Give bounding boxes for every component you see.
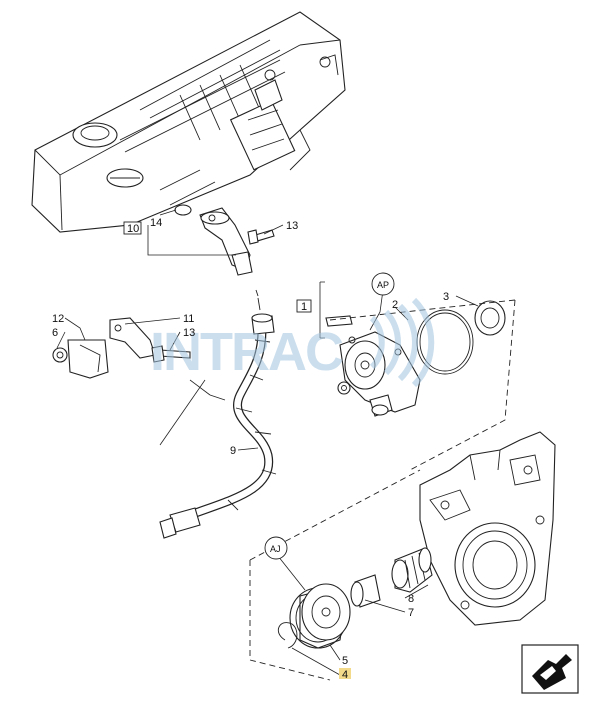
callout-7: 7 <box>408 607 414 619</box>
timing-cover <box>419 431 556 626</box>
view-marker-ap: AP <box>371 272 395 296</box>
watermark: INTRAC <box>150 297 435 388</box>
callout-8: 8 <box>408 593 414 605</box>
hose-9 <box>159 289 277 539</box>
seal-3 <box>474 300 506 336</box>
view-ap-label: AP <box>377 280 389 290</box>
callout-3: 3 <box>443 291 449 303</box>
callout-10: 10 <box>127 223 139 235</box>
upper-fitting <box>174 204 275 276</box>
bolt-13-lower <box>151 345 191 363</box>
callout-13-lower: 13 <box>183 327 195 339</box>
callout-12: 12 <box>52 313 64 325</box>
callout-13-upper: 13 <box>286 220 298 232</box>
callout-5: 5 <box>342 655 348 667</box>
bolt-13-upper <box>247 229 275 245</box>
nut-6 <box>52 347 68 363</box>
callout-1: 1 <box>301 301 307 313</box>
callout-box-10 <box>123 221 142 235</box>
callout-6: 6 <box>52 327 58 339</box>
callout-4: 4 <box>342 669 348 681</box>
view-aj-label: AJ <box>270 544 281 554</box>
callout-box-1 <box>296 299 312 313</box>
callout-2: 2 <box>392 299 398 311</box>
callout-labels: 14 13 10 12 6 11 13 1 2 3 9 8 7 5 4 <box>52 217 449 681</box>
callout-4-highlight <box>339 668 351 679</box>
seal-ring-14 <box>174 204 192 216</box>
callout-11: 11 <box>183 313 194 325</box>
circlip-4 <box>277 622 298 649</box>
rocker-cover <box>31 11 346 233</box>
pulley-5 <box>289 583 351 649</box>
view-marker-aj: AJ <box>264 536 288 560</box>
bushing-7 <box>350 574 381 608</box>
watermark-text: INTRAC <box>150 322 343 382</box>
housing-8 <box>391 547 433 593</box>
callout-9: 9 <box>230 445 236 457</box>
next-page-arrow-icon[interactable] <box>521 644 579 694</box>
callout-14: 14 <box>150 217 162 229</box>
bracket-assembly <box>52 317 191 379</box>
guide-lines <box>56 209 516 681</box>
